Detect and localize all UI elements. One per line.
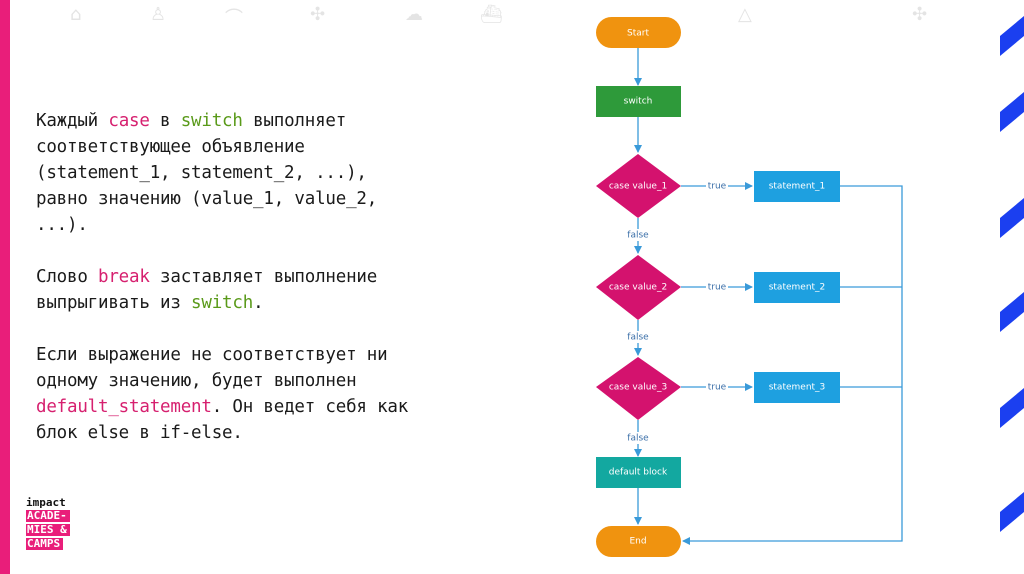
statement-2-label: statement_2 — [769, 283, 826, 293]
case-1-label: case value_1 — [609, 182, 667, 192]
label-bg — [626, 331, 650, 343]
stripe — [1000, 16, 1024, 56]
deco-shoe-icon: ⌒ — [225, 8, 243, 29]
deco-cloud-icon: ☁ — [405, 4, 423, 25]
paragraph-case: Каждый case в switch выполняет соответст… — [36, 108, 516, 238]
deco-satellite-icon-2: ✣ — [912, 4, 928, 25]
case-3-decision — [596, 357, 681, 420]
keyword-case: case — [108, 111, 150, 131]
stripe — [1000, 198, 1024, 238]
true-label: true — [708, 383, 727, 393]
statement-3-label: statement_3 — [769, 383, 826, 393]
impact-logo: impact ACADE- MIES & CAMPS — [26, 497, 70, 552]
label-bg — [706, 281, 728, 293]
switch-label: switch — [624, 97, 653, 107]
end-label: End — [629, 537, 646, 547]
start-label: Start — [627, 29, 649, 39]
keyword-break: break — [98, 267, 150, 287]
false-label: false — [627, 434, 649, 444]
edge-statements-end — [682, 185, 903, 545]
text-run: в — [149, 111, 181, 131]
end-node — [596, 526, 681, 557]
paragraph-break: Слово break заставляет выполнение выпрыг… — [36, 264, 516, 316]
label-bg — [626, 229, 650, 241]
switch-node — [596, 86, 681, 117]
text-run: Слово — [36, 267, 99, 287]
logo-chip: MIES & — [26, 524, 70, 536]
stripe — [1000, 292, 1024, 332]
keyword-switch: switch — [191, 293, 254, 313]
text-run: заставляет выполнение выпрыгивать из — [36, 267, 378, 313]
case-2-label: case value_2 — [609, 283, 667, 293]
stripe — [1000, 388, 1024, 428]
label-bg — [626, 432, 650, 444]
stripe — [1000, 92, 1024, 132]
statement-2-node — [754, 272, 840, 303]
text-run: выполняет соответствующее объявление (st… — [36, 111, 378, 235]
stripe — [1000, 492, 1024, 532]
text-run: Если выражение не соответствует ни одном… — [36, 345, 388, 391]
false-label: false — [627, 333, 649, 343]
default-block-node — [596, 457, 681, 488]
deco-rocket-icon: ♙ — [150, 4, 167, 25]
true-label: true — [708, 182, 727, 192]
decorative-stripes — [1000, 16, 1024, 532]
deco-robot-icon: ⌂ — [70, 4, 82, 25]
text-run: . — [253, 293, 264, 313]
label-bg — [706, 381, 728, 393]
statement-3-node — [754, 372, 840, 403]
text-run: Каждый — [36, 111, 109, 131]
logo-chip: ACADE- — [26, 510, 70, 522]
case-1-decision — [596, 154, 681, 218]
description-text: Каждый case в switch выполняет соответст… — [36, 108, 516, 472]
text-run: . Он ведет себя как блок else в if-else. — [36, 397, 409, 443]
statement-1-label: statement_1 — [769, 182, 826, 192]
deco-ship-icon: ⛴ — [480, 4, 503, 25]
logo-chip: CAMPS — [26, 538, 64, 550]
accent-bar — [0, 0, 10, 574]
false-label: false — [627, 231, 649, 241]
label-bg — [706, 180, 728, 192]
statement-1-node — [754, 171, 840, 202]
keyword-switch: switch — [180, 111, 243, 131]
logo-impact: impact — [26, 496, 66, 509]
deco-triangle-icon: △ — [738, 4, 752, 25]
default-block-label: default block — [609, 468, 668, 478]
deco-satellite-icon: ✣ — [310, 4, 326, 25]
keyword-default-statement: default_statement — [36, 397, 212, 417]
case-3-label: case value_3 — [609, 383, 667, 393]
case-2-decision — [596, 255, 681, 320]
paragraph-default: Если выражение не соответствует ни одном… — [36, 342, 516, 446]
true-label: true — [708, 283, 727, 293]
start-node — [596, 17, 681, 48]
